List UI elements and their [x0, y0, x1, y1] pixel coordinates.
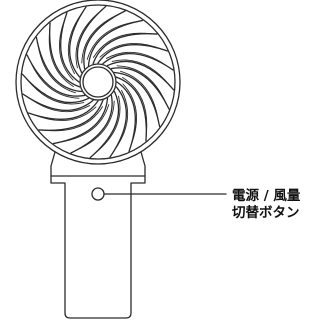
fan-blade-edge [105, 51, 169, 68]
fan-blade-edge [33, 106, 97, 121]
fan-hub-inner [82, 66, 114, 98]
fan-blade-edge [86, 21, 138, 60]
fan-blade-edge [81, 13, 121, 64]
power-button[interactable] [91, 187, 105, 201]
fan-blade-edge [93, 32, 152, 58]
power-button-callout: 電源 / 風量 切替ボタン [232, 188, 300, 222]
fan-blade-edge [27, 96, 91, 113]
fan-hub-outer [79, 63, 117, 101]
fan-blade-edge [25, 77, 85, 105]
fan-blades [21, 5, 175, 159]
fan-handle [50, 175, 146, 319]
fan-outer-ring [15, 0, 181, 165]
fan-blade-edge [37, 42, 76, 94]
fan-blade-edge [48, 28, 74, 87]
fan-inner-ring [20, 4, 176, 160]
fan-blade-edge [111, 59, 171, 87]
callout-line-1: 電源 / 風量 [232, 188, 301, 204]
fan-blade-edge [75, 100, 115, 151]
callout-line-2: 切替ボタン [232, 205, 300, 221]
fan-blade-edge [122, 77, 148, 136]
fan-blade-edge [112, 89, 129, 153]
fan-blade-edge [93, 95, 121, 155]
fan-blade-edge [99, 43, 163, 58]
fan-blade-edge [44, 106, 103, 132]
fan-blade-edge [67, 11, 84, 75]
fan-blade-edge [29, 59, 80, 99]
fan-blade-edge [58, 104, 110, 143]
fan-blade-edge [116, 65, 167, 105]
fan-blade-edge [122, 83, 137, 147]
fan-blade-edge [120, 70, 159, 122]
fan-blade-edge [59, 17, 74, 81]
fan-blade-edge [75, 9, 103, 69]
fan-neck-bracket [50, 151, 146, 177]
